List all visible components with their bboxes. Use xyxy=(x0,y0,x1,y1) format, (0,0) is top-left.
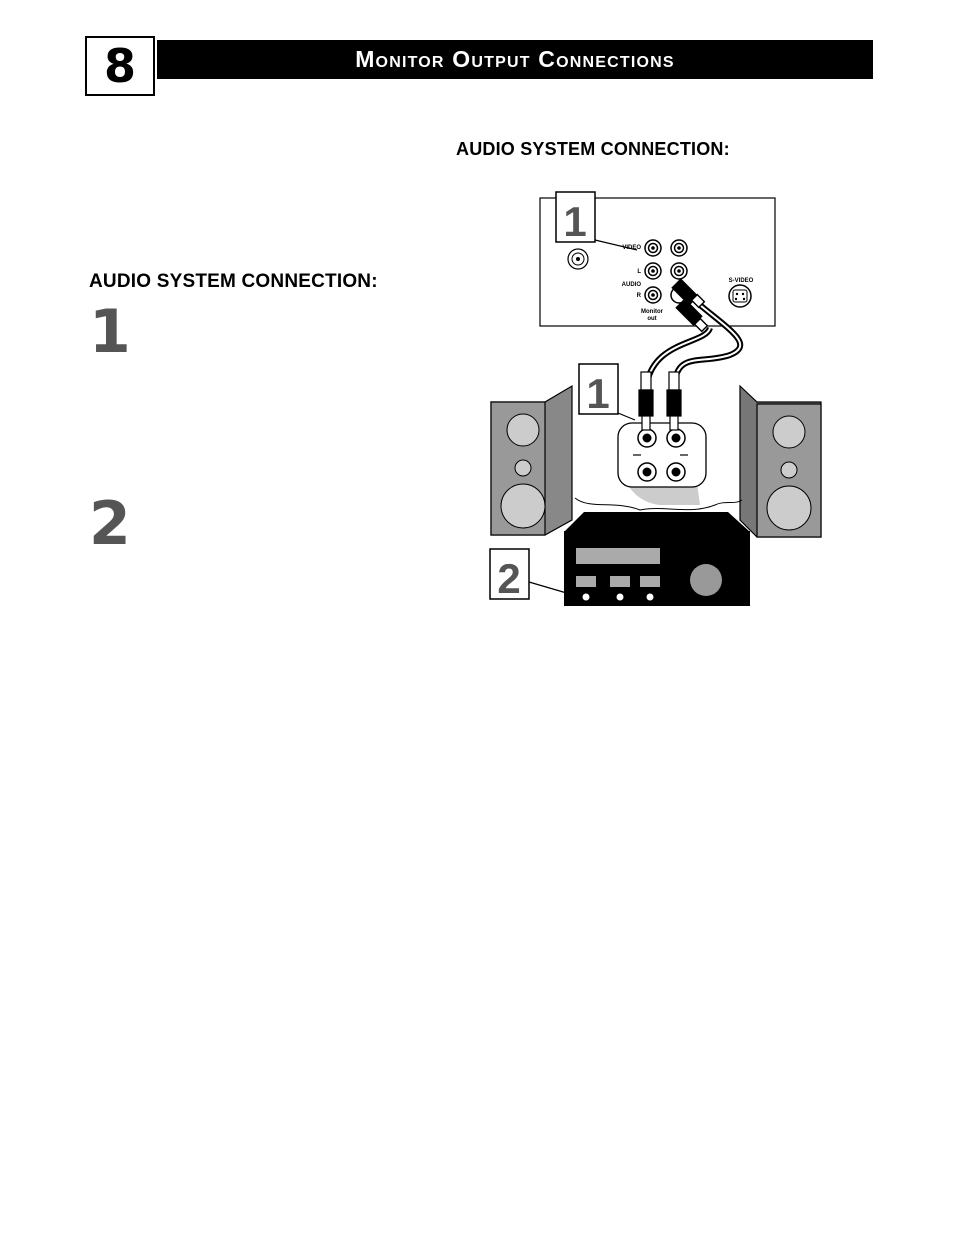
step-number-1: 1 xyxy=(89,297,131,367)
monitor-out-label-2: out xyxy=(647,316,656,322)
callout-1-tv: 1 xyxy=(555,191,638,251)
left-jack-label: L xyxy=(637,269,641,275)
svg-text:1: 1 xyxy=(586,370,609,417)
section-title: Monitor Output Connections xyxy=(355,46,675,72)
receiver-input-panel xyxy=(617,371,707,505)
diagram-heading: AUDIO SYSTEM CONNECTION: xyxy=(456,139,730,159)
left-speaker xyxy=(490,384,573,536)
page-number-box: 8 xyxy=(85,36,155,96)
audio-jack-label: AUDIO xyxy=(622,282,642,288)
instructions-heading: AUDIO SYSTEM CONNECTION: xyxy=(89,271,378,292)
callout-1-receiver: 1 xyxy=(578,363,636,421)
s-video-label: S-VIDEO xyxy=(729,278,754,284)
stereo-receiver xyxy=(564,497,750,606)
right-jack-label: R xyxy=(637,293,642,299)
section-title-bar: Monitor Output Connections xyxy=(157,40,873,79)
callout-2-receiver: 2 xyxy=(489,548,571,602)
monitor-out-label: Monitor xyxy=(641,309,664,315)
svg-text:2: 2 xyxy=(497,555,520,602)
right-speaker xyxy=(739,384,822,538)
tv-back-panel: VIDEO L AUDIO R Monitor out S-VIDEO xyxy=(539,197,776,327)
step-number-2: 2 xyxy=(89,489,131,559)
video-jack-label: VIDEO xyxy=(622,245,641,251)
svg-text:1: 1 xyxy=(563,198,586,245)
page-number: 8 xyxy=(103,39,136,93)
connection-diagram: VIDEO L AUDIO R Monitor out S-VIDEO xyxy=(480,186,830,616)
